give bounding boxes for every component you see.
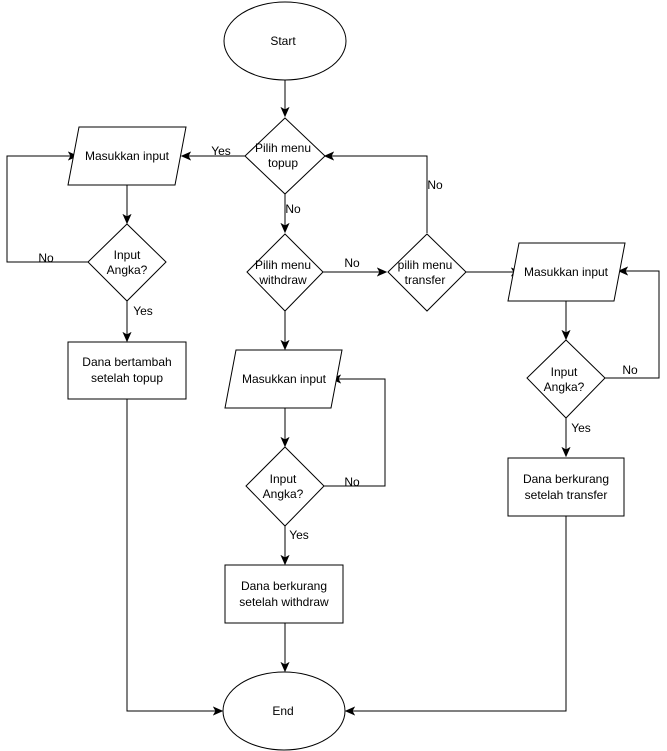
end-ellipse (222, 671, 346, 751)
withdraw-input: Masukkan input (224, 349, 343, 409)
transfer-check-line2: Angka? (544, 380, 585, 394)
topup-decision-diamond (244, 117, 326, 195)
label-topup-check-no: No (38, 251, 54, 265)
topup-check-line1: Input (114, 248, 141, 262)
end-terminal: End (222, 671, 346, 751)
topup-input-label: Masukkan input (85, 149, 170, 163)
withdraw-input-parallelogram (224, 349, 343, 409)
withdraw-decision-line1: Pilih menu (255, 258, 311, 272)
withdraw-result-line1: Dana berkurang (241, 579, 327, 593)
topup-result-box (67, 341, 187, 400)
edge-withdraw-check-no (324, 379, 386, 487)
withdraw-result-box (224, 564, 344, 624)
topup-check: Input Angka? (87, 223, 167, 302)
start-label: Start (270, 34, 296, 48)
topup-check-diamond (87, 223, 167, 302)
label-topup-yes: Yes (211, 144, 231, 158)
transfer-check-diamond (526, 339, 606, 419)
transfer-result: Dana berkurang setelah transfer (507, 457, 625, 517)
topup-decision-line1: Pilih menu (255, 141, 311, 155)
transfer-decision-diamond (387, 233, 467, 312)
end-label: End (272, 704, 293, 718)
label-withdraw-check-no: No (344, 475, 360, 489)
transfer-decision-line1: pilih menu (398, 258, 453, 272)
topup-result-line1: Dana bertambah (82, 355, 171, 369)
label-topup-check-yes: Yes (133, 304, 153, 318)
transfer-check: Input Angka? (526, 339, 606, 419)
edges (6, 80, 660, 711)
transfer-result-box (507, 457, 625, 517)
withdraw-check-line1: Input (270, 472, 297, 486)
topup-result-line2: setelah topup (91, 371, 163, 385)
start-ellipse (223, 1, 347, 81)
edge-transfer-check-no (605, 271, 660, 379)
label-transfer-no: No (427, 178, 443, 192)
topup-result: Dana bertambah setelah topup (67, 341, 187, 400)
label-topup-no: No (285, 202, 301, 216)
topup-input: Masukkan input (67, 126, 187, 186)
label-withdraw-check-yes: Yes (289, 528, 309, 542)
topup-check-line2: Angka? (107, 263, 148, 277)
withdraw-input-label: Masukkan input (242, 372, 327, 386)
withdraw-check: Input Angka? (245, 446, 325, 527)
start-terminal: Start (223, 1, 347, 81)
edge-transfer-no (325, 156, 428, 233)
transfer-result-line1: Dana berkurang (523, 472, 609, 486)
topup-input-parallelogram (67, 126, 187, 186)
label-withdraw-no: No (344, 256, 360, 270)
edge-transfer-result-to-end (346, 516, 567, 711)
transfer-input-label: Masukkan input (524, 265, 609, 279)
withdraw-decision-line2: withdraw (258, 273, 307, 287)
label-transfer-check-no: No (622, 363, 638, 377)
topup-decision: Pilih menu topup (244, 117, 326, 195)
transfer-decision-line2: transfer (405, 273, 446, 287)
withdraw-result-line2: setelah withdraw (239, 595, 329, 609)
withdraw-result: Dana berkurang setelah withdraw (224, 564, 344, 624)
withdraw-decision: Pilih menu withdraw (246, 233, 324, 312)
topup-decision-line2: topup (268, 156, 298, 170)
transfer-result-line2: setelah transfer (525, 488, 608, 502)
withdraw-decision-diamond (246, 233, 324, 312)
edge-topup-check-no (6, 156, 88, 263)
transfer-input: Masukkan input (507, 242, 626, 302)
transfer-decision: pilih menu transfer (387, 233, 467, 312)
withdraw-check-line2: Angka? (263, 487, 304, 501)
edge-labels: Yes No No Yes No No Yes No No Yes (38, 144, 638, 542)
withdraw-check-diamond (245, 446, 325, 527)
label-transfer-check-yes: Yes (571, 421, 591, 435)
transfer-check-line1: Input (551, 365, 578, 379)
transfer-input-parallelogram (507, 242, 626, 302)
edge-topup-result-to-end (126, 399, 222, 711)
